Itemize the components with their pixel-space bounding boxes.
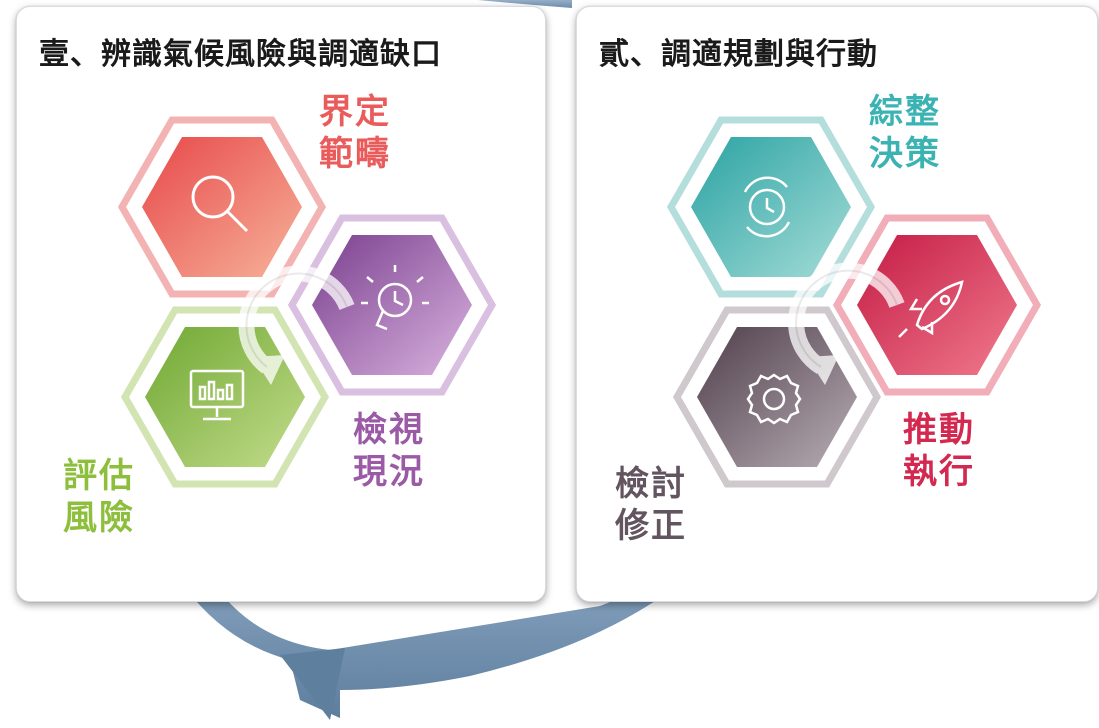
magnifier-icon	[191, 175, 249, 233]
hex-review-revise	[672, 306, 882, 488]
lightbulb-clock-icon	[361, 265, 429, 331]
panel-adaptation-action: 貳、調適規劃與行動	[576, 6, 1098, 602]
step-implement-label: 推動執行	[903, 410, 975, 492]
panel-title: 壹、辨識氣候風險與調適缺口	[39, 37, 442, 72]
hexagon-cluster	[117, 116, 497, 488]
rocket-icon	[898, 280, 964, 338]
hex-define-scope	[117, 116, 327, 298]
cycle-ring-icon	[238, 265, 355, 385]
panel-title: 貳、調適規劃與行動	[599, 37, 878, 72]
step-review-revise-label: 檢討修正	[615, 464, 687, 546]
step-define-scope-label: 界定範疇	[319, 92, 391, 174]
step-assess-risk-label: 評估風險	[63, 456, 135, 538]
step-integrate-decide-label: 綜整決策	[869, 92, 941, 174]
cycle-ring-icon	[788, 262, 905, 385]
hex-implement	[832, 214, 1042, 396]
hex-assess-risk	[120, 306, 330, 488]
hex-integrate-decide	[666, 116, 876, 298]
hexagon-cluster	[666, 116, 1042, 488]
panel-identify-risk: 壹、辨識氣候風險與調適缺口	[16, 6, 546, 602]
hex-review-status	[287, 214, 497, 396]
clock-cycle-icon	[743, 176, 791, 238]
step-review-status-label: 檢視現況	[353, 410, 425, 492]
gear-cycle-icon	[746, 373, 802, 425]
monitor-chart-icon	[189, 369, 245, 421]
